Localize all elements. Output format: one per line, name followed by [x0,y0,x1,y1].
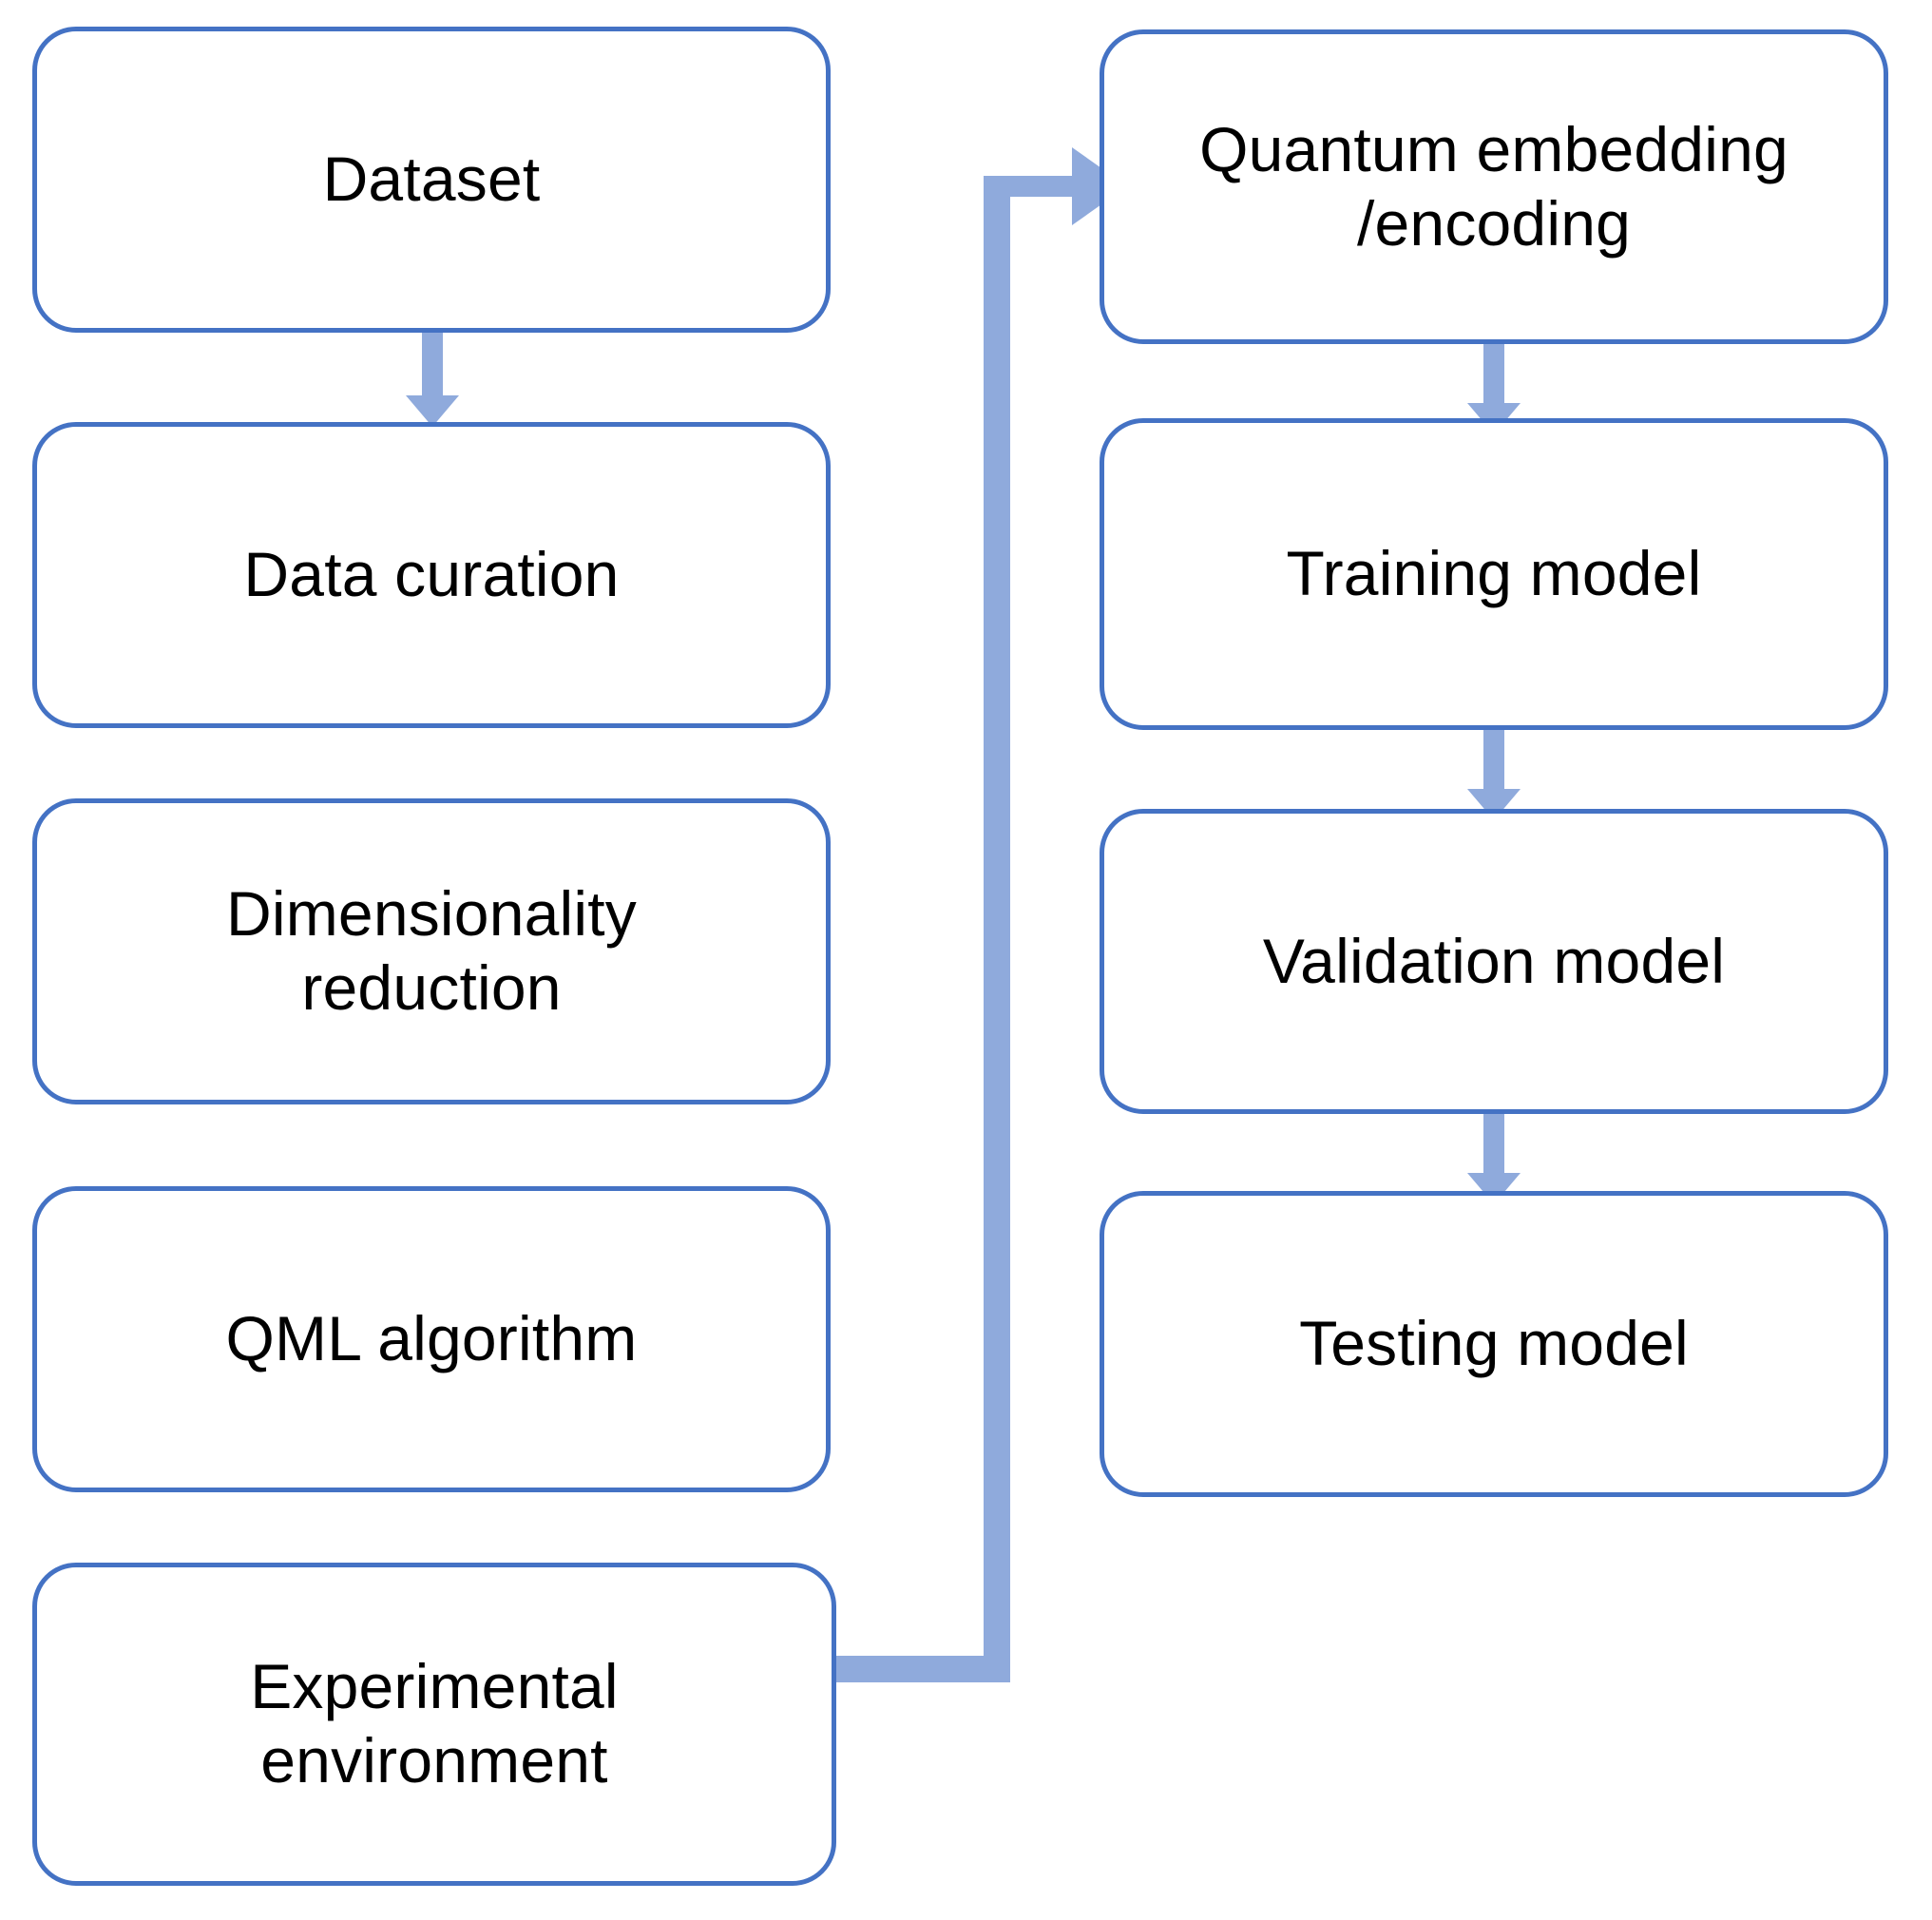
node-label-testing-model: Testing model [1299,1308,1689,1379]
node-experimental-environment[interactable]: Experimental environment [32,1563,836,1886]
node-label-experimental-environment: Experimental environment [250,1651,619,1795]
arrow-experimental-environment-to-quantum-embedding [832,147,1127,1682]
node-validation-model[interactable]: Validation model [1100,809,1888,1114]
node-label-dimensionality-reduction: Dimensionality reduction [226,878,637,1023]
node-label-data-curation: Data curation [243,539,620,610]
arrow-quantum-embedding-to-training-model [1467,344,1521,434]
node-qml-algorithm[interactable]: QML algorithm [32,1186,831,1492]
node-testing-model[interactable]: Testing model [1100,1191,1888,1497]
node-label-dataset: Dataset [322,144,541,215]
arrow-validation-model-to-testing-model [1467,1114,1521,1204]
node-label-training-model: Training model [1286,538,1702,609]
arrow-dataset-to-data-curation [406,333,459,427]
node-data-curation[interactable]: Data curation [32,422,831,728]
node-training-model[interactable]: Training model [1100,418,1888,730]
node-label-validation-model: Validation model [1262,925,1726,996]
node-label-qml-algorithm: QML algorithm [225,1303,638,1374]
node-label-quantum-embedding: Quantum embedding /encoding [1199,113,1789,259]
arrow-training-model-to-validation-model [1467,730,1521,820]
node-dataset[interactable]: Dataset [32,27,831,333]
node-dimensionality-reduction[interactable]: Dimensionality reduction [32,798,831,1104]
node-quantum-embedding[interactable]: Quantum embedding /encoding [1100,29,1888,344]
